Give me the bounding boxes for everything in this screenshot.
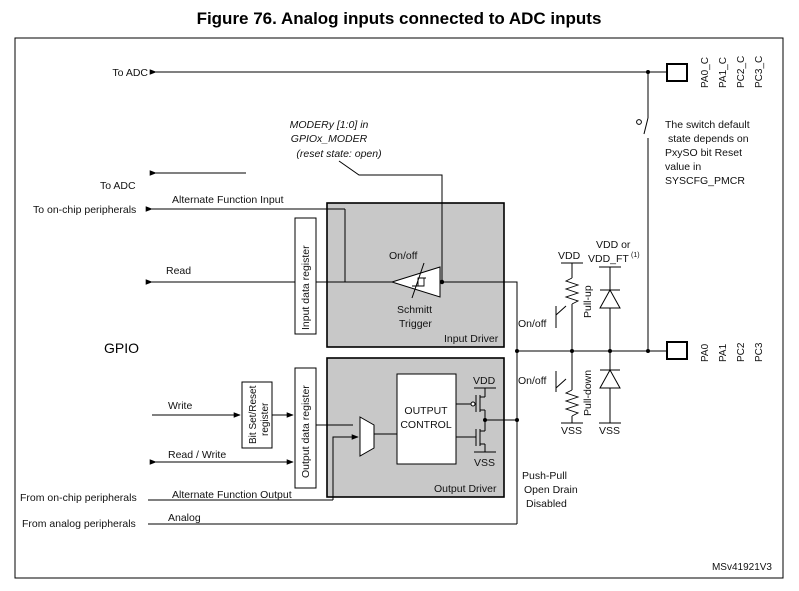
pin-mid-pc2: PC2 xyxy=(736,342,747,362)
gpio-label: GPIO xyxy=(104,340,139,356)
output-control-label-1: OUTPUT xyxy=(404,405,448,417)
to-adc-mid-label: To ADC xyxy=(100,180,136,192)
analog-switch xyxy=(643,117,649,135)
to-adc-top-label: To ADC xyxy=(112,67,148,79)
vdd-pullup-label: VDD xyxy=(558,250,581,262)
output-driver-label: Output Driver xyxy=(434,483,497,495)
diode-lower xyxy=(599,368,621,389)
input-driver-block xyxy=(326,202,505,348)
vdd-or-label: VDD or xyxy=(596,239,631,251)
pin-mid-pa0: PA0 xyxy=(700,343,711,362)
from-onchip-label: From on-chip peripherals xyxy=(20,492,137,504)
output-mux xyxy=(359,416,375,457)
vss-output-label: VSS xyxy=(474,457,495,469)
vss-pulldown-label: VSS xyxy=(561,425,582,437)
input-data-register-label: Input data register xyxy=(300,245,312,330)
pull-down-switch xyxy=(555,378,567,389)
switch-note-5: SYSCFG_PMCR xyxy=(665,175,745,187)
pin-top-pc2c: PC2_C xyxy=(736,56,747,88)
output-data-register xyxy=(294,367,317,489)
figure-title: Figure 76. Analog inputs connected to AD… xyxy=(197,9,602,28)
analog-label: Analog xyxy=(168,512,201,524)
bit-set-reset-label-1: Bit Set/Reset xyxy=(248,385,259,444)
pin-top-pc3c: PC3_C xyxy=(754,56,765,88)
switch-contact xyxy=(636,119,642,125)
pin-top-pa0c: PA0_C xyxy=(700,57,711,88)
pull-up-label: Pull-up xyxy=(582,285,594,318)
pin-pad-top xyxy=(666,63,688,82)
vss-diode-label: VSS xyxy=(599,425,620,437)
diode-upper xyxy=(599,288,621,309)
trigger-on-off-label: On/off xyxy=(389,250,417,262)
outer-frame xyxy=(14,37,784,579)
pin-mid-pa1: PA1 xyxy=(718,343,729,362)
moder-label-1: MODERy [1:0] in xyxy=(290,119,369,131)
open-drain-label: Open Drain xyxy=(524,484,578,496)
pull-down-label: Pull-down xyxy=(582,370,594,416)
vdd-ft-label: VDD_FT xyxy=(588,253,629,265)
moder-label-2: GPIOx_MODER xyxy=(291,133,368,145)
output-data-register-label: Output data register xyxy=(300,385,312,478)
pin-mid-pc3: PC3 xyxy=(754,342,765,362)
output-control-block xyxy=(396,373,457,465)
switch-note-2: state depends on xyxy=(668,133,749,145)
vdd-ft-footnote: (1) xyxy=(631,252,640,259)
schmitt-label-2: Trigger xyxy=(399,318,432,330)
alt-func-output-label: Alternate Function Output xyxy=(172,489,292,501)
alt-func-input-label: Alternate Function Input xyxy=(172,194,284,206)
pull-up-resistor xyxy=(564,277,580,305)
read-write-label: Read / Write xyxy=(168,449,226,461)
moder-leader xyxy=(338,160,443,282)
switch-note-1: The switch default xyxy=(665,119,750,131)
input-driver-label: Input Driver xyxy=(444,333,499,345)
schmitt-label-1: Schmitt xyxy=(397,304,432,316)
write-label: Write xyxy=(168,400,192,412)
switch-note-3: PxySO bit Reset xyxy=(665,147,742,159)
from-analog-label: From analog peripherals xyxy=(22,518,136,530)
figure-code: MSv41921V3 xyxy=(712,562,772,573)
output-control-label-2: CONTROL xyxy=(400,419,451,431)
on-off-pullup-label: On/off xyxy=(518,318,546,330)
read-label: Read xyxy=(166,265,191,277)
pull-down-resistor xyxy=(564,389,580,417)
vdd-output-label: VDD xyxy=(473,375,496,387)
disabled-label: Disabled xyxy=(526,498,567,510)
push-pull-label: Push-Pull xyxy=(522,470,567,482)
bit-set-reset-label-2: register xyxy=(260,402,271,436)
input-data-register xyxy=(294,217,317,335)
pull-up-switch xyxy=(555,305,567,316)
to-onchip-top-label: To on-chip peripherals xyxy=(33,204,136,216)
on-off-pulldown-label: On/off xyxy=(518,375,546,387)
moder-label-3: (reset state: open) xyxy=(296,148,381,160)
pin-pad-mid xyxy=(666,341,688,360)
switch-note-4: value in xyxy=(665,161,701,173)
pin-top-pa1c: PA1_C xyxy=(718,57,729,88)
